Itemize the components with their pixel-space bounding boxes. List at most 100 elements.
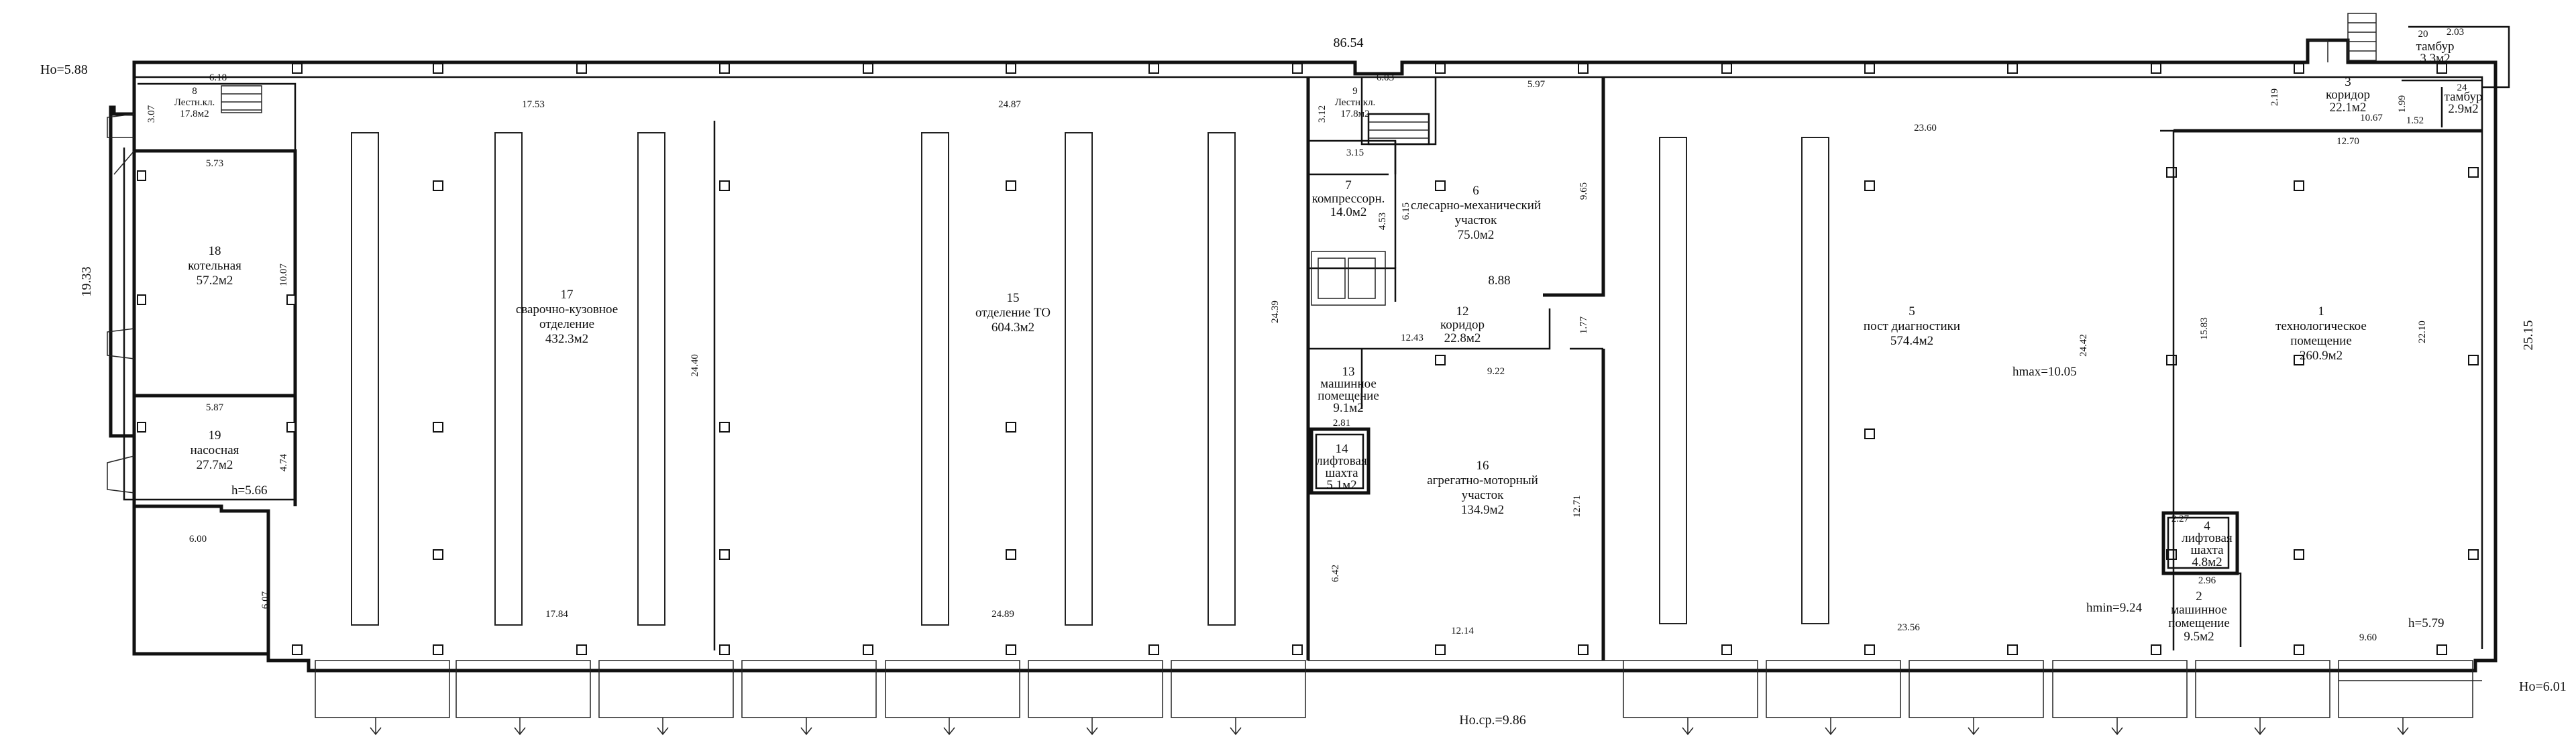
room-20-number: 20	[2418, 29, 2428, 40]
inspection-pits	[351, 132, 1829, 626]
room-16-name-line2: участок	[1462, 488, 1504, 502]
dim-3-15: 3.15	[1346, 148, 1364, 158]
columns	[137, 63, 2479, 655]
room-20-name: тамбур	[2416, 40, 2455, 54]
room-1-name-line1: технологическое	[2275, 319, 2367, 333]
room-2-number: 2	[2196, 589, 2202, 604]
room-24-area: 2.9м2	[2448, 102, 2478, 116]
h-bottom-mark: Но.ср.=9.86	[1459, 713, 1526, 728]
room-13-number: 13	[1342, 365, 1355, 379]
room-7-area: 14.0м2	[1330, 205, 1367, 219]
dim-5-97: 5.97	[1527, 79, 1546, 90]
room-6-area: 75.0м2	[1458, 228, 1495, 242]
room-14-area: 5.1м2	[1326, 478, 1356, 492]
dim-10-07: 10.07	[278, 264, 289, 286]
bottom-gates	[315, 660, 2482, 736]
room-9-name: Лестн.кл.	[1335, 97, 1376, 108]
room-15-name: отделение ТО	[975, 306, 1051, 320]
room-17-number: 17	[561, 288, 574, 302]
dim-6-15: 6.15	[1401, 203, 1411, 220]
room-15-area: 604.3м2	[991, 321, 1034, 335]
overall-depth-right: 25.15	[2521, 321, 2536, 351]
dim-12-70: 12.70	[2337, 136, 2359, 147]
room-16-area: 134.9м2	[1461, 503, 1504, 517]
room-9-number: 9	[1352, 86, 1358, 97]
height-room-1: h=5.79	[2408, 616, 2444, 630]
dim-12-71: 12.71	[1572, 495, 1582, 518]
room-1-number: 1	[2318, 304, 2324, 319]
dim-24-42: 24.42	[2078, 334, 2089, 357]
dim-24-40: 24.40	[690, 354, 700, 377]
dim-1-77: 1.77	[1578, 316, 1589, 334]
room-17-area: 432.3м2	[545, 332, 588, 346]
dim-6-18: 6.18	[209, 72, 227, 83]
dim-6-03: 6.03	[1377, 72, 1394, 83]
room-18-number: 18	[209, 244, 221, 258]
height-room-19: h=5.66	[231, 483, 267, 498]
room-8-area: 17.8м2	[180, 109, 209, 119]
room-4-name-line1: лифтовая	[2182, 531, 2233, 545]
room-8-name: Лестн.кл.	[174, 97, 215, 108]
dim-24-39: 24.39	[1270, 300, 1281, 323]
dim-24-89: 24.89	[991, 609, 1014, 620]
room-4-number: 4	[2204, 519, 2210, 533]
room-labels: 1 технологическое помещение 260.9м2 2 ма…	[174, 29, 2483, 644]
room-2-name-line2: помещение	[2168, 616, 2230, 630]
height-bottom-mid: hmin=9.24	[2086, 601, 2143, 615]
room-2-area: 9.5м2	[2184, 630, 2214, 644]
h-left-mark: Но=5.88	[40, 62, 88, 77]
outer-walls	[109, 38, 2498, 673]
room-18-area: 57.2м2	[197, 274, 233, 288]
room-24-name: тамбур	[2445, 90, 2483, 104]
room-4-area: 4.8м2	[2192, 555, 2222, 569]
dim-9-60: 9.60	[2359, 632, 2377, 643]
dim-22-10: 22.10	[2417, 321, 2428, 343]
dim-5-73: 5.73	[206, 158, 223, 169]
room-16-number: 16	[1477, 459, 1489, 473]
room-13-area: 9.1м2	[1333, 401, 1363, 415]
room-18-name: котельная	[188, 259, 241, 273]
dim-2-27: 2.27	[2171, 514, 2190, 524]
dim-3-07: 3.07	[146, 105, 157, 123]
room-2-name-line1: машинное	[2171, 603, 2227, 617]
dim-4-74: 4.74	[278, 453, 289, 471]
room-1-area: 260.9м2	[2300, 349, 2343, 363]
height-room-5: hmax=10.05	[2012, 365, 2077, 379]
room-16-name-line1: агрегатно-моторный	[1427, 473, 1538, 488]
room-1-name-line2: помещение	[2290, 334, 2352, 348]
room-14-name-line2: шахта	[1325, 466, 1358, 480]
dim-17-53: 17.53	[522, 99, 545, 110]
room-7-number: 7	[1345, 178, 1352, 192]
room-6-number: 6	[1472, 184, 1479, 198]
room-5-number: 5	[1909, 304, 1915, 319]
dim-23-56: 23.56	[1897, 622, 1920, 633]
dim-9-65: 9.65	[1578, 182, 1589, 200]
room-15-number: 15	[1007, 291, 1020, 305]
dim-4-53: 4.53	[1377, 213, 1388, 230]
room-8-number: 8	[192, 86, 197, 97]
dim-5-87: 5.87	[206, 402, 224, 413]
room-14-name-line1: лифтовая	[1316, 454, 1367, 468]
dim-12-14: 12.14	[1451, 626, 1474, 636]
dim-17-84: 17.84	[545, 609, 568, 620]
dim-10-67: 10.67	[2360, 113, 2383, 123]
overall-length: 86.54	[1334, 36, 1364, 50]
room-19-number: 19	[209, 428, 221, 443]
room-17-name-line2: отделение	[539, 317, 594, 331]
dim-2-96: 2.96	[2198, 575, 2216, 586]
dim-15-83: 15.83	[2199, 317, 2210, 340]
room-5-name: пост диагностики	[1864, 319, 1960, 333]
room-12-area: 22.8м2	[1444, 331, 1481, 345]
room-12-number: 12	[1456, 304, 1469, 319]
dim-6-07: 6.07	[260, 591, 271, 609]
dim-24-87: 24.87	[998, 99, 1021, 110]
room-19-name: насосная	[191, 443, 239, 457]
dim-8-88: 8.88	[1488, 274, 1510, 288]
dim-2-81: 2.81	[1333, 418, 1350, 428]
room-12-name: коридор	[1440, 318, 1485, 332]
dim-1-99: 1.99	[2397, 95, 2408, 113]
room-5-area: 574.4м2	[1890, 334, 1933, 348]
dim-3-12: 3.12	[1317, 105, 1328, 123]
room-9-area: 17.8м2	[1340, 109, 1369, 119]
